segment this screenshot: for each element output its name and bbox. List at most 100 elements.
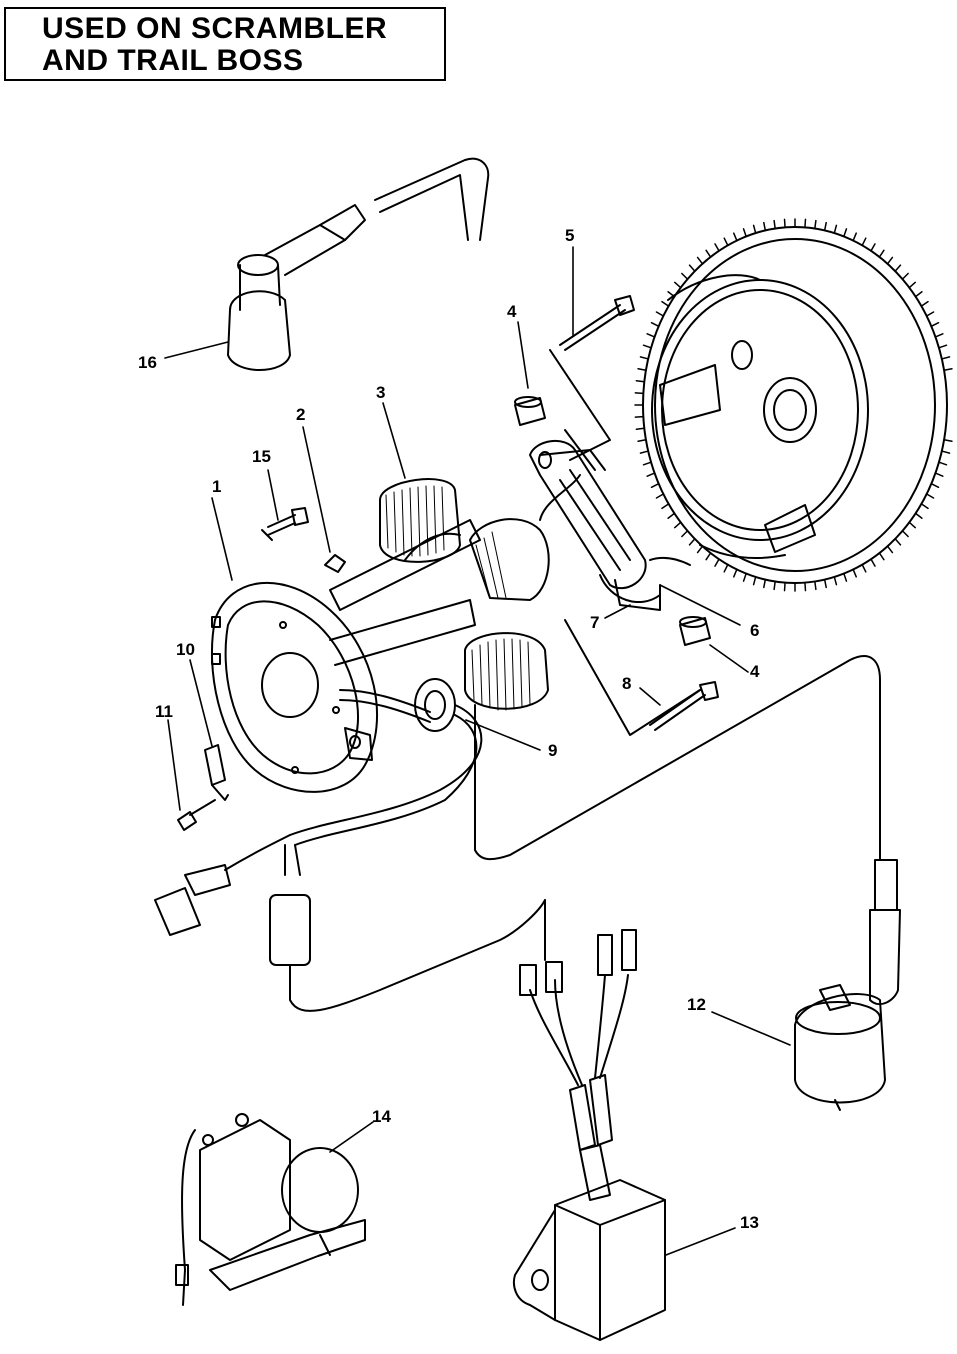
- gear-tooth: [714, 243, 720, 252]
- gear-tooth: [634, 392, 645, 395]
- gear-tooth: [650, 321, 660, 328]
- gear-tooth: [901, 272, 909, 280]
- gear-tooth: [943, 367, 953, 372]
- callout-13: 13: [740, 1213, 759, 1232]
- gear-tooth: [823, 221, 827, 232]
- gear-tooth: [938, 344, 948, 349]
- callout-4-upper: 4: [507, 302, 517, 321]
- gear-tooth: [639, 356, 649, 360]
- screws: [177, 295, 719, 831]
- gear-tooth: [763, 221, 767, 232]
- gear-tooth: [943, 438, 953, 443]
- gear-tooth: [742, 572, 747, 582]
- callout-4-lower: 4: [750, 662, 760, 681]
- gear-tooth: [650, 482, 660, 489]
- gear-tooth: [773, 580, 776, 591]
- gear-tooth: [941, 356, 951, 360]
- gear-tooth: [723, 563, 729, 573]
- gear-tooth: [714, 558, 720, 567]
- gear-tooth: [637, 367, 647, 372]
- callout-12: 12: [687, 995, 706, 1014]
- callout-14: 14: [372, 1107, 391, 1126]
- gear-tooth: [783, 581, 786, 592]
- gear-tooth: [681, 530, 689, 538]
- gear-tooth: [742, 228, 747, 238]
- gear-tooth: [681, 272, 689, 280]
- starter-solenoid: [175, 1113, 366, 1306]
- gear-tooth: [804, 581, 807, 592]
- cdi-module: [512, 929, 666, 1341]
- grommet-and-harness: [154, 655, 881, 1012]
- gear-tooth: [901, 530, 909, 538]
- callout-1: 1: [212, 477, 221, 496]
- callout-9: 9: [548, 741, 557, 760]
- gear-tooth: [941, 450, 951, 454]
- gear-tooth: [925, 311, 935, 317]
- gear-tooth: [878, 552, 885, 561]
- gear-tooth: [673, 521, 682, 529]
- gear-tooth: [861, 237, 867, 247]
- gear-tooth: [878, 249, 885, 258]
- gear-tooth: [852, 232, 857, 242]
- ring-gear-teeth: [634, 218, 953, 592]
- gear-tooth: [763, 578, 767, 589]
- gear-tooth: [843, 572, 848, 582]
- callout-7: 7: [590, 613, 599, 632]
- gear-tooth: [804, 218, 807, 229]
- title-line-1: USED ON SCRAMBLER: [42, 12, 388, 45]
- stator-coils: [329, 478, 550, 711]
- gear-tooth: [833, 224, 838, 234]
- trigger-coil: [529, 429, 691, 611]
- title-box: USED ON SCRAMBLER AND TRAIL BOSS: [4, 7, 446, 81]
- callout-16: 16: [138, 353, 157, 372]
- gear-tooth: [861, 563, 867, 573]
- gear-tooth: [920, 300, 929, 307]
- gear-tooth: [723, 237, 729, 247]
- gear-tooth: [637, 438, 647, 443]
- gear-tooth: [870, 558, 876, 567]
- gear-tooth: [814, 580, 817, 591]
- gear-tooth: [886, 256, 894, 265]
- gear-tooth: [925, 493, 935, 499]
- gear-tooth: [938, 461, 948, 466]
- gear-tooth: [646, 333, 656, 338]
- gear-tooth: [642, 461, 652, 466]
- gear-tooth: [833, 576, 838, 586]
- gear-tooth: [773, 219, 776, 230]
- gear-tooth: [705, 249, 712, 258]
- gear-tooth: [733, 232, 738, 242]
- gear-tooth: [894, 264, 902, 272]
- gear-tooth: [930, 321, 940, 328]
- flywheel: [634, 218, 953, 592]
- gear-tooth: [646, 472, 656, 477]
- ignition-coil: [794, 859, 901, 1111]
- gear-tooth: [655, 493, 665, 499]
- gear-tooth: [634, 415, 645, 418]
- gear-tooth: [908, 521, 917, 529]
- callout-6: 6: [750, 621, 759, 640]
- spark-plug-cap: [227, 157, 490, 371]
- gear-tooth: [673, 281, 682, 289]
- gear-tooth: [823, 578, 827, 589]
- gear-tooth: [705, 552, 712, 561]
- gear-tooth: [752, 224, 757, 234]
- leader-lines: [164, 246, 791, 1256]
- gear-tooth: [642, 344, 652, 349]
- gear-tooth: [814, 219, 817, 230]
- callout-8: 8: [622, 674, 631, 693]
- callout-2: 2: [296, 405, 305, 424]
- gear-tooth: [908, 281, 917, 289]
- spacers: [514, 396, 711, 646]
- gear-tooth: [688, 264, 696, 272]
- callout-10: 10: [176, 640, 195, 659]
- gear-tooth: [920, 503, 929, 510]
- gear-tooth: [635, 427, 646, 431]
- gear-tooth: [934, 472, 944, 477]
- wire-clamp: [204, 744, 229, 801]
- gear-tooth: [870, 243, 876, 252]
- gear-tooth: [752, 576, 757, 586]
- gear-tooth: [852, 568, 857, 578]
- gear-tooth: [655, 311, 665, 317]
- gear-tooth: [843, 228, 848, 238]
- gear-tooth: [661, 503, 670, 510]
